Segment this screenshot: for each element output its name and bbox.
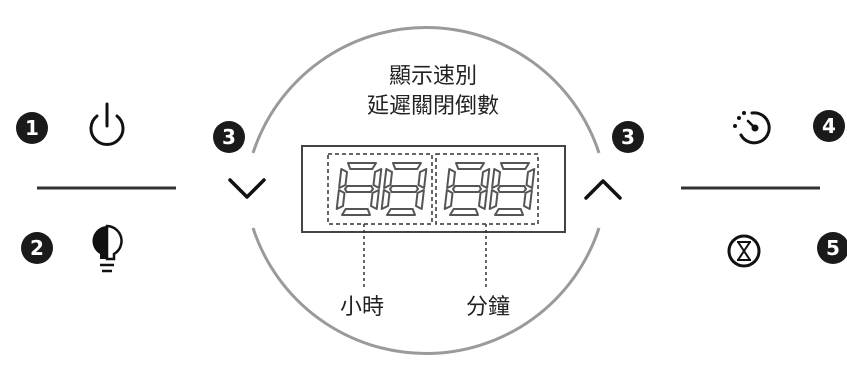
marker-5-label: 5	[826, 236, 840, 260]
digit-2-segment-f	[383, 168, 393, 189]
minutes-label: 分鐘	[466, 295, 510, 320]
digit-1-segment-d	[341, 208, 371, 216]
speed-dial-icon[interactable]	[733, 111, 771, 145]
marker-2-label: 2	[30, 236, 44, 260]
digit-4-segment-d	[494, 208, 524, 216]
digit-1-segment-b	[372, 168, 383, 189]
light-bulb-icon[interactable]	[92, 224, 123, 273]
digit-3-segment-g	[452, 185, 482, 193]
dial-outline-bottom	[251, 227, 601, 355]
digit-2-segment-e	[380, 189, 391, 210]
digit-4-segment-e	[488, 189, 499, 210]
marker-1-label: 1	[25, 116, 39, 140]
display-frame	[301, 145, 566, 233]
digit-4-segment-a	[500, 162, 530, 170]
digit-4-segment-f	[491, 168, 501, 189]
digit-1-segment-a	[347, 162, 377, 170]
marker-1: 1	[16, 112, 48, 144]
digit-1-segment-g	[344, 185, 374, 193]
marker-4: 4	[813, 110, 845, 142]
digit-4-segment-g	[497, 185, 527, 193]
digit-2-segment-g	[389, 185, 419, 193]
dial-outline-top	[251, 26, 601, 154]
digit-1-segment-e	[335, 189, 346, 210]
digit-3-segment-f	[446, 168, 456, 189]
power-icon[interactable]	[89, 102, 125, 146]
digit-3-segment-d	[449, 208, 479, 216]
digit-3-segment-b	[480, 168, 491, 189]
marker-3-left: 3	[213, 121, 245, 153]
marker-3-right-label: 3	[621, 125, 635, 149]
digit-2-segment-c	[415, 189, 425, 210]
minutes-group-box	[435, 153, 539, 225]
digit-2-segment-d	[386, 208, 416, 216]
digit-3-segment-e	[443, 189, 454, 210]
digit-1-segment-f	[338, 168, 348, 189]
hours-group-box	[327, 153, 433, 225]
digits-layer	[335, 162, 536, 216]
marker-4-label: 4	[822, 114, 836, 138]
hourglass-icon[interactable]	[727, 234, 761, 268]
digit-2-segment-b	[417, 168, 428, 189]
display-title-line1: 顯示速別	[389, 64, 477, 89]
digit-4-segment-c	[523, 189, 533, 210]
hours-label: 小時	[340, 295, 384, 320]
marker-3-left-label: 3	[222, 125, 236, 149]
digit-4-segment-b	[525, 168, 536, 189]
digit-3-segment-c	[478, 189, 488, 210]
display-title-line2: 延遲關閉倒數	[367, 94, 499, 119]
marker-5: 5	[817, 232, 847, 264]
digit-1-segment-c	[370, 189, 380, 210]
marker-3-right: 3	[612, 121, 644, 153]
marker-2: 2	[21, 232, 53, 264]
digit-3-segment-a	[455, 162, 485, 170]
chevron-down-icon[interactable]	[228, 178, 266, 199]
chevron-up-icon[interactable]	[584, 179, 622, 200]
digit-2-segment-a	[392, 162, 422, 170]
